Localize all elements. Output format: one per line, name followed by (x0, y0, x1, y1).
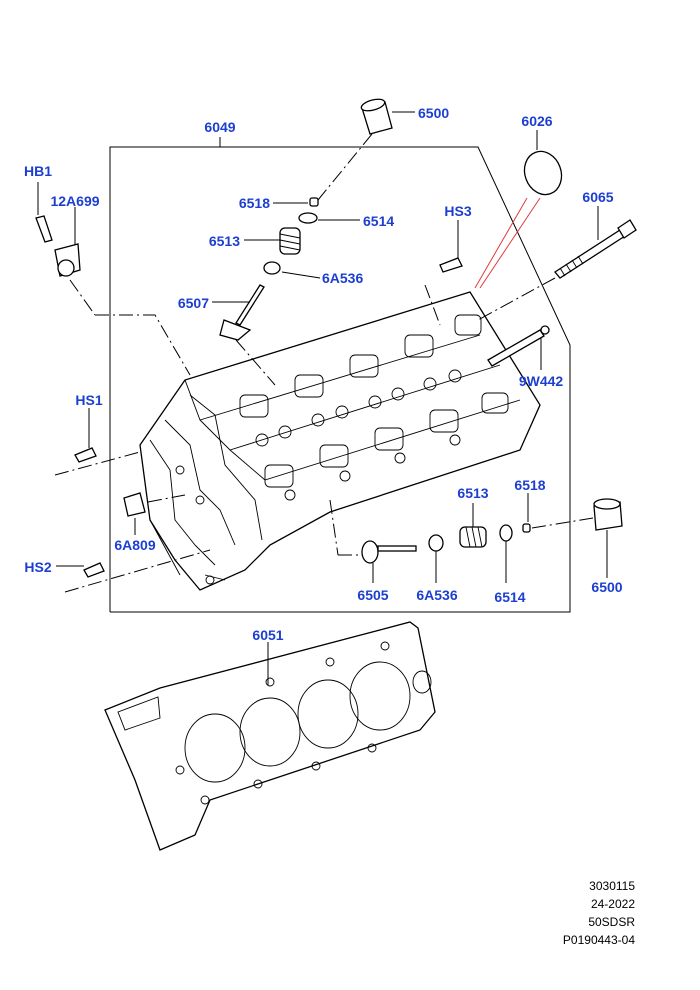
bolt-hs2-drawing (83, 562, 105, 578)
part-labels: 6049 6500 6026 6065 HB1 12A699 6518 6514… (24, 105, 623, 643)
label-hs3[interactable]: HS3 (444, 203, 471, 219)
label-12a699[interactable]: 12A699 (50, 193, 99, 209)
bolt-9w442-drawing (487, 325, 550, 367)
label-6500-bottom[interactable]: 6500 (591, 579, 622, 595)
label-6505[interactable]: 6505 (357, 587, 388, 603)
label-hs2[interactable]: HS2 (24, 559, 51, 575)
seal-top-drawing (263, 261, 281, 275)
tappet-top-drawing (360, 98, 393, 135)
retainer-bottom-drawing (499, 524, 513, 542)
tappet-bottom-drawing (593, 498, 623, 531)
cylinder-head-drawing (139, 291, 541, 591)
label-6518-top[interactable]: 6518 (239, 195, 270, 211)
valve-6505-drawing (361, 540, 417, 564)
label-6513-bottom[interactable]: 6513 (457, 485, 488, 501)
bolt-6065-drawing (554, 219, 637, 279)
keeper-bottom-drawing (522, 523, 531, 533)
valve-6507-drawing (219, 284, 265, 341)
retainer-top-drawing (298, 212, 318, 224)
label-6049[interactable]: 6049 (204, 119, 235, 135)
label-6500-top[interactable]: 6500 (418, 105, 449, 121)
footer-code-2: 24-2022 (590, 897, 635, 911)
seal-bottom-drawing (428, 534, 444, 552)
spring-bottom-drawing (459, 526, 487, 548)
spring-top-drawing (279, 227, 301, 255)
label-6513-top[interactable]: 6513 (209, 233, 240, 249)
footer-code-3: 50SDSR (588, 915, 635, 929)
label-hs1[interactable]: HS1 (75, 392, 102, 408)
label-9w442[interactable]: 9W442 (519, 373, 564, 389)
label-6065[interactable]: 6065 (582, 189, 613, 205)
label-6a536-top[interactable]: 6A536 (322, 270, 363, 286)
label-6026[interactable]: 6026 (521, 113, 552, 129)
label-6518-bottom[interactable]: 6518 (514, 477, 545, 493)
head-gasket-drawing (104, 621, 436, 851)
label-6514-bottom[interactable]: 6514 (494, 589, 525, 605)
label-6514-top[interactable]: 6514 (363, 213, 394, 229)
bracket-hb1-drawing (35, 215, 81, 277)
keeper-top-drawing (309, 197, 319, 207)
insert-6a809-drawing (123, 492, 146, 517)
group-frame (109, 146, 571, 613)
label-6051[interactable]: 6051 (252, 627, 283, 643)
label-hb1[interactable]: HB1 (24, 163, 52, 179)
footer-code-4: P0190443-04 (562, 933, 635, 947)
label-6a536-bottom[interactable]: 6A536 (416, 587, 457, 603)
label-6a809[interactable]: 6A809 (114, 537, 155, 553)
bolt-hs1-drawing (74, 447, 97, 463)
bolt-hs3-drawing (439, 257, 463, 273)
label-6507[interactable]: 6507 (178, 295, 209, 311)
footer-code-1: 3030115 (589, 879, 635, 893)
plug-6026-drawing (523, 150, 563, 196)
